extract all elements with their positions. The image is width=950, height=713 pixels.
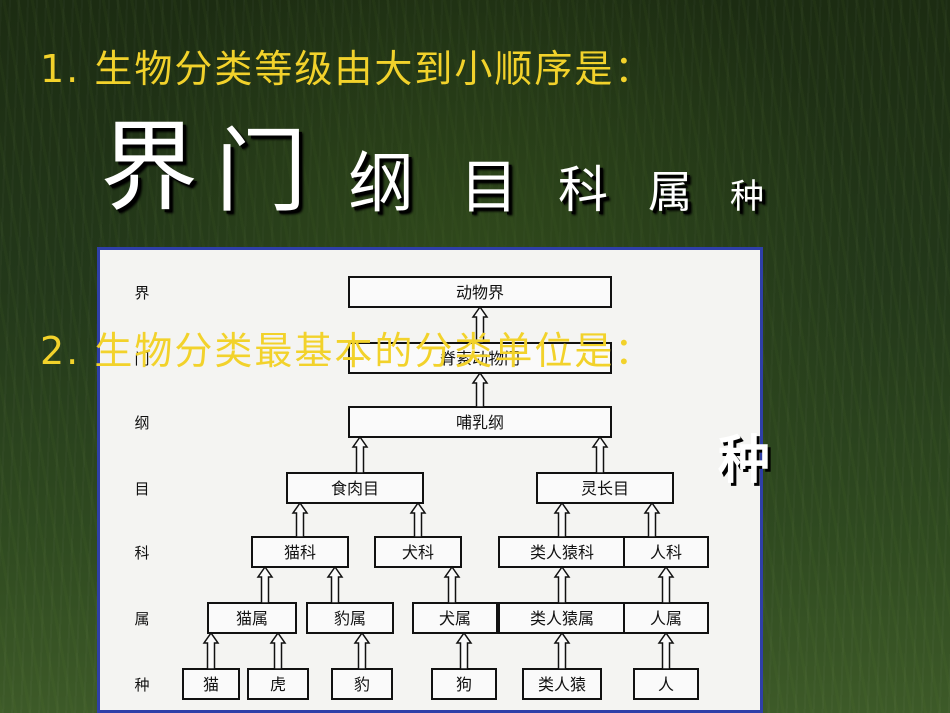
rank-kingdom: 界 xyxy=(100,111,199,225)
rank-class: 纲 xyxy=(348,145,414,222)
level-label: 门 xyxy=(134,350,149,368)
hollow-arrow xyxy=(643,501,661,538)
rank-sequence: 界 门 纲 目 科 属 种 xyxy=(100,100,820,230)
hollow-arrow xyxy=(409,501,427,538)
species-box: 虎 xyxy=(247,668,309,700)
family-box: 类人猿科 xyxy=(498,536,626,568)
species-box: 狗 xyxy=(431,668,497,700)
svg-text:犬属: 犬属 xyxy=(439,609,471,628)
svg-text:犬科: 犬科 xyxy=(402,543,434,562)
svg-text:人属: 人属 xyxy=(650,609,682,628)
class-box: 哺乳纲 xyxy=(348,406,612,438)
kingdom-box: 动物界 xyxy=(348,276,612,308)
hollow-arrow xyxy=(326,565,344,604)
genus-box: 猫属 xyxy=(207,602,297,634)
svg-text:豹属: 豹属 xyxy=(334,609,366,628)
svg-text:脊索动物门: 脊索动物门 xyxy=(440,349,520,368)
genus-box: 类人猿属 xyxy=(498,602,626,634)
rank-family: 科 xyxy=(558,161,608,219)
hollow-arrow xyxy=(351,435,369,474)
species-box: 猫 xyxy=(182,668,240,700)
rank-genus: 属 xyxy=(648,167,692,218)
species-box: 豹 xyxy=(331,668,393,700)
svg-text:灵长目: 灵长目 xyxy=(581,479,629,498)
hollow-arrow xyxy=(269,631,287,670)
taxonomy-diagram: 界门纲目科属种 动物界脊索动物门哺乳纲食肉目 灵长目猫科 犬科 类人猿科 人科猫属 豹属 犬属… xyxy=(97,247,763,713)
hollow-arrow xyxy=(471,305,489,344)
rank-species: 种 xyxy=(730,177,764,217)
genus-box: 犬属 xyxy=(412,602,498,634)
svg-text:人: 人 xyxy=(658,675,674,694)
svg-text:猫科: 猫科 xyxy=(284,543,316,562)
level-label: 目 xyxy=(134,480,149,498)
hollow-arrow xyxy=(657,565,675,604)
hollow-arrow xyxy=(553,501,571,538)
svg-text:食肉目: 食肉目 xyxy=(331,479,379,498)
svg-text:哺乳纲: 哺乳纲 xyxy=(456,413,504,432)
svg-text:类人猿科: 类人猿科 xyxy=(530,543,594,562)
svg-text:类人猿: 类人猿 xyxy=(538,675,586,694)
hollow-arrow xyxy=(202,631,220,670)
svg-text:虎: 虎 xyxy=(270,675,286,694)
svg-text:动物界: 动物界 xyxy=(456,283,504,302)
species-box: 类人猿 xyxy=(522,668,602,700)
hollow-arrow xyxy=(553,565,571,604)
hollow-arrow xyxy=(657,631,675,670)
hollow-arrow xyxy=(591,435,609,474)
rank-order: 目 xyxy=(460,153,519,221)
hollow-arrow xyxy=(443,565,461,604)
level-label: 界 xyxy=(134,284,149,302)
hollow-arrow xyxy=(291,501,309,538)
svg-text:豹: 豹 xyxy=(354,675,370,694)
genus-box: 豹属 xyxy=(306,602,394,634)
species-box: 人 xyxy=(633,668,699,700)
answer-2: 种 xyxy=(718,431,771,491)
svg-text:人科: 人科 xyxy=(650,543,682,562)
svg-text:类人猿属: 类人猿属 xyxy=(530,609,594,628)
question-2: 2. 生物分类最基本的分类单位是： xyxy=(40,329,655,373)
hollow-arrow xyxy=(553,631,571,670)
svg-text:狗: 狗 xyxy=(456,675,472,694)
rank-phylum: 门 xyxy=(215,118,308,225)
hollow-arrow xyxy=(455,631,473,670)
level-label: 纲 xyxy=(134,414,149,432)
order-box: 灵长目 xyxy=(536,472,674,504)
hollow-arrow xyxy=(256,565,274,604)
level-label: 科 xyxy=(134,544,149,562)
family-box: 犬科 xyxy=(374,536,462,568)
hollow-arrow xyxy=(471,371,489,408)
svg-text:猫: 猫 xyxy=(203,675,219,694)
svg-text:猫属: 猫属 xyxy=(236,609,268,628)
family-box: 猫科 xyxy=(251,536,349,568)
order-box: 食肉目 xyxy=(286,472,424,504)
hollow-arrow xyxy=(353,631,371,670)
level-label: 属 xyxy=(134,610,149,628)
question-1: 1. 生物分类等级由大到小顺序是： xyxy=(40,47,655,91)
family-box: 人科 xyxy=(623,536,709,568)
genus-box: 人属 xyxy=(623,602,709,634)
level-label: 种 xyxy=(134,676,149,694)
